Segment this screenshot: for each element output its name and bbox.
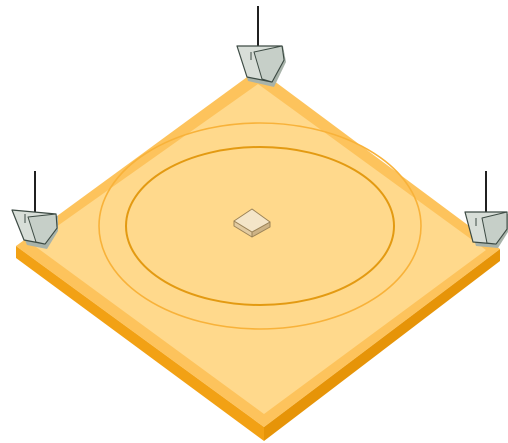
antenna-left: [12, 171, 58, 249]
antenna-icon: [237, 6, 286, 87]
antenna-icon: [465, 171, 508, 248]
platform-highlight: [32, 84, 486, 414]
antenna-right: [465, 171, 508, 248]
antenna-top: [237, 6, 286, 87]
antenna-icon: [12, 171, 58, 249]
platform: [16, 69, 500, 441]
